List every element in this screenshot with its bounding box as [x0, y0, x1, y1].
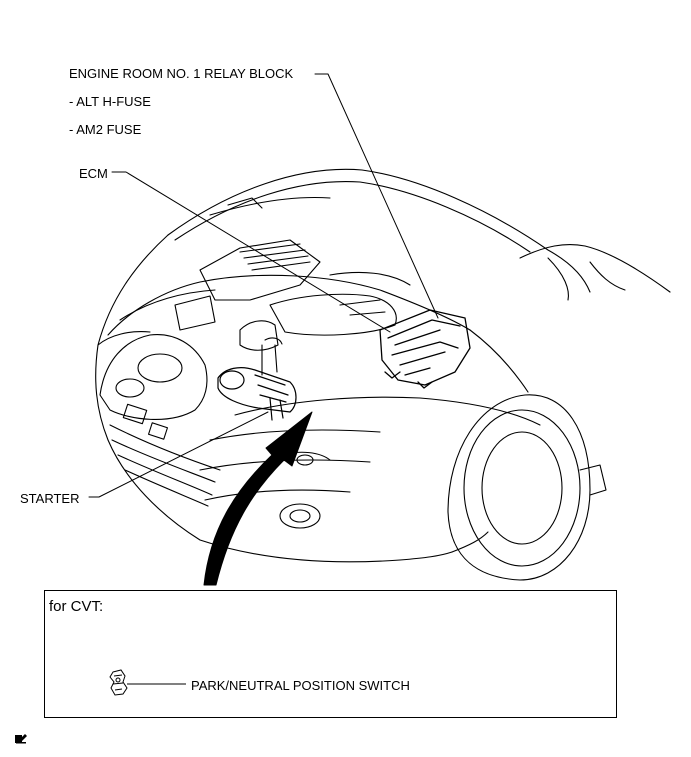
starter-leader — [88, 411, 269, 498]
edit-note-icon[interactable] — [15, 733, 27, 747]
open-hood — [167, 168, 591, 293]
relay-block-component — [379, 309, 471, 389]
park-neutral-switch-label: PARK/NEUTRAL POSITION SWITCH — [191, 678, 410, 693]
am2-fuse-label: - AM2 FUSE — [69, 122, 142, 137]
ecm-leader — [111, 171, 391, 333]
starter-label: STARTER — [20, 491, 80, 506]
relay-block-label: ENGINE ROOM NO. 1 RELAY BLOCK — [69, 66, 294, 81]
alt-fuse-label: - ALT H-FUSE — [69, 94, 151, 109]
starter-motor-component — [217, 367, 297, 421]
front-wheel — [447, 394, 607, 581]
car-body — [95, 234, 671, 563]
relay-block-leader — [314, 73, 439, 319]
park-neutral-switch-icon — [109, 669, 186, 696]
front-grille — [109, 403, 221, 507]
cvt-box-title: for CVT: — [49, 598, 104, 615]
leader-lines — [88, 73, 439, 498]
callout-arrow — [203, 411, 313, 586]
headlight — [99, 334, 208, 420]
cvt-info-box: for CVT: PARK/NEUTRAL POSITION SWITCH — [44, 590, 617, 718]
engine-bay — [174, 239, 411, 376]
ecm-label: ECM — [79, 166, 108, 181]
